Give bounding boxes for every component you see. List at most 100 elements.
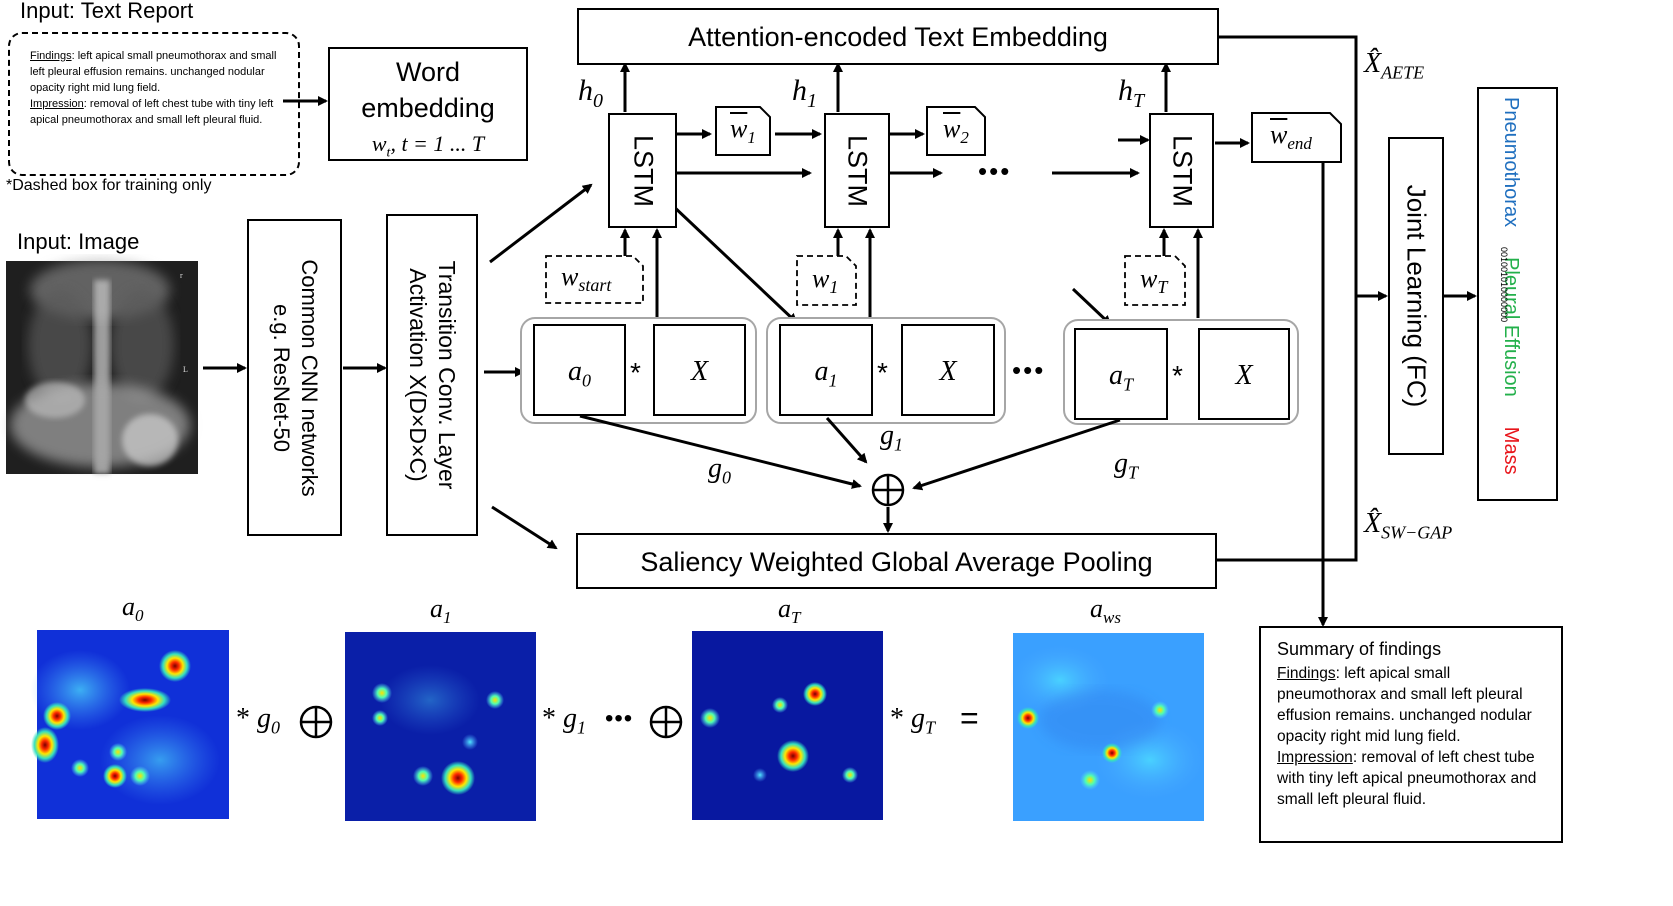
lstm-ellipsis: ••• [978, 156, 1012, 186]
heatmap-equals: = [960, 700, 979, 736]
label-x-aete: X̂AETE [1364, 48, 1425, 83]
multiply-T: * [1172, 360, 1183, 391]
wbar2-box [926, 106, 986, 156]
multiply-0: * [630, 357, 641, 388]
svg-text:r: r [180, 271, 183, 280]
heatmap-op-gT: * gT [890, 703, 936, 738]
transition-box-line1: Transition Conv. Layer [434, 260, 460, 490]
label-wend: wend [1270, 120, 1312, 154]
report-impression-label: Impression [30, 98, 84, 110]
label-wbar2: w2 [943, 114, 969, 148]
output-binary-code: 001001010000000 [1499, 247, 1509, 323]
heatmap-aws [1010, 633, 1205, 821]
attention-ellipsis: ••• [1012, 355, 1046, 385]
xray-image: r L [6, 260, 198, 474]
text-report-content: Findings: left apical small pneumothorax… [30, 48, 280, 128]
output-label-mass: Mass [1500, 426, 1522, 475]
label-a1: a1 [814, 356, 838, 391]
heatmap-label-aws: aws [1090, 594, 1121, 628]
heatmap-label-aT: aT [778, 594, 801, 628]
lstm-cell-T: LSTM [1149, 113, 1214, 228]
transition-box-label: Transition Conv. Layer Activation X(D×D×… [403, 261, 461, 490]
arrow-transition-to-lstm [489, 183, 593, 264]
heatmap-a0 [30, 630, 229, 819]
label-w1-input: w1 [812, 264, 839, 298]
wbar1-box [715, 106, 771, 156]
label-g1: g1 [880, 420, 903, 455]
lstm-cell-1: LSTM [824, 113, 890, 228]
heatmap-sum-icon-1 [299, 705, 333, 739]
output-labels-box: PneumothoraxPleural EffusionMass 0010010… [1477, 87, 1558, 501]
label-wT-input: wT [1140, 264, 1168, 298]
summary-box: Summary of findings Findings: left apica… [1259, 626, 1563, 843]
heatmap-label-a1: a1 [430, 594, 452, 628]
label-xT: X [1235, 360, 1253, 391]
label-wbar1: w1 [730, 114, 756, 148]
attn-aT-box: aT [1074, 328, 1168, 420]
cnn-box-line2: e.g. ResNet-50 [268, 303, 294, 452]
summary-impression-label: Impression [1277, 749, 1353, 766]
input-image-title: Input: Image [17, 229, 140, 254]
arrow-transition-to-swgap [491, 505, 558, 550]
label-gT: gT [1114, 448, 1139, 483]
word-embedding-formula: wt, t = 1 ... T [371, 131, 485, 161]
arrow-lstm-to-aT [1071, 287, 1112, 326]
lstm-cell-T-label: LSTM [1167, 134, 1197, 207]
lstm-cell-0: LSTM [608, 113, 677, 228]
word-embedding-line1: Word [395, 57, 461, 87]
summary-findings-text: : left apical small pneumothorax and sma… [1277, 665, 1532, 745]
arrow-lstm0-to-a1 [670, 203, 798, 324]
cnn-box: Common CNN networks e.g. ResNet-50 [247, 219, 342, 536]
summary-title: Summary of findings [1277, 639, 1442, 659]
dashed-box-note: *Dashed box for training only [6, 177, 212, 194]
arrow-a1-to-sum [825, 417, 868, 464]
attn-a0-box: a0 [533, 324, 626, 416]
heatmap-aT [692, 631, 883, 820]
label-x-swgap: X̂SW−GAP [1364, 508, 1453, 543]
heatmap-op-g1: * g1 [542, 703, 586, 738]
swgap-box: Saliency Weighted Global Average Pooling [576, 533, 1217, 589]
summary-impression-text: : removal of left chest tube with tiny l… [1277, 749, 1537, 808]
wend-box [1251, 112, 1342, 163]
aete-box: Attention-encoded Text Embedding [577, 8, 1219, 65]
label-aT: aT [1108, 360, 1133, 395]
lstm-cell-1-label: LSTM [842, 134, 873, 207]
label-x0: X [690, 356, 709, 387]
transition-box: Transition Conv. Layer Activation X(D×D×… [386, 214, 478, 536]
arrow-aT-to-sum [912, 418, 1121, 491]
heatmap-a1 [345, 632, 536, 821]
attn-x1-box: X [901, 324, 995, 416]
aete-label: Attention-encoded Text Embedding [688, 22, 1108, 52]
summary-content: Findings: left apical small pneumothorax… [1277, 663, 1549, 810]
output-label-pneumothorax: Pneumothorax [1500, 97, 1522, 228]
cnn-box-label: Common CNN networks e.g. ResNet-50 [267, 259, 323, 496]
transition-box-line2: Activation X(D×D×C) [405, 268, 431, 482]
report-findings-text: : left apical small pneumothorax and sma… [30, 50, 277, 94]
arrow-a0-to-sum [579, 414, 862, 489]
heatmap-op-g0: * g0 [236, 703, 280, 738]
lstm-cell-0-label: LSTM [628, 134, 658, 207]
summary-findings-label: Findings [1277, 665, 1336, 682]
line-aete-bus [1219, 35, 1358, 296]
text-report-title: Input: Text Report [20, 0, 194, 23]
label-h1: h1 [792, 74, 817, 112]
multiply-1: * [877, 357, 888, 388]
line-swgap-bus [1217, 296, 1358, 562]
label-g0: g0 [708, 453, 731, 488]
heatmap-ellipsis: ••• [605, 705, 634, 732]
label-a0: a0 [568, 356, 591, 391]
cnn-box-line1: Common CNN networks [296, 258, 322, 497]
label-hT: hT [1118, 74, 1145, 112]
heatmap-sum-icon-2 [649, 705, 683, 739]
report-impression-text: : removal of left chest tube with tiny l… [30, 98, 274, 126]
attn-a1-box: a1 [779, 324, 873, 416]
report-findings-label: Findings [30, 50, 72, 62]
text-report-box: Findings: left apical small pneumothorax… [8, 32, 300, 176]
heatmap-label-a0: a0 [122, 592, 144, 626]
joint-learning-box: Joint Learning (FC) [1388, 137, 1444, 455]
wT-input-box [1124, 255, 1186, 306]
swgap-label: Saliency Weighted Global Average Pooling [640, 547, 1153, 577]
joint-learning-label: Joint Learning (FC) [1401, 184, 1432, 408]
label-h0: h0 [578, 74, 603, 112]
word-embedding-box: Word embedding wt, t = 1 ... T [328, 47, 528, 161]
